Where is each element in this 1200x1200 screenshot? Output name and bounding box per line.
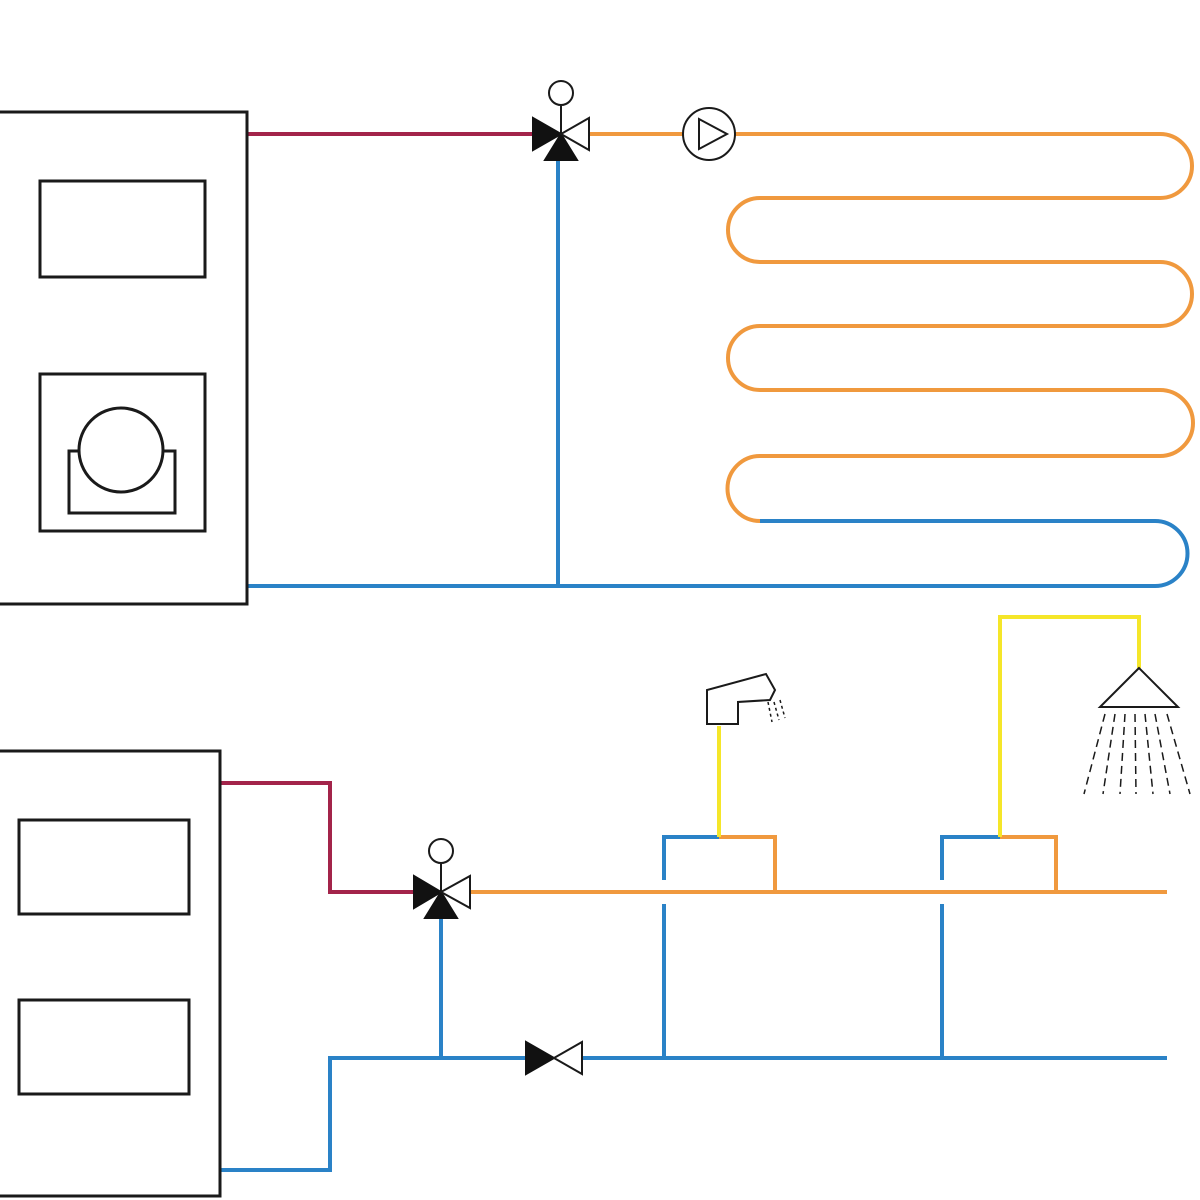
coil-return-pipe <box>247 519 1190 588</box>
boiler-control-panel <box>38 179 207 279</box>
pump-direction-arrow <box>698 117 730 151</box>
burner-drum <box>77 406 165 494</box>
water-heater-unit <box>0 749 222 1198</box>
shower-head <box>1083 666 1191 795</box>
water-heater-housing <box>0 749 222 1198</box>
three-way-mixing-valve-dhw <box>413 838 471 919</box>
three-way-mixing-valve-heating <box>532 80 590 161</box>
shower-branch <box>940 615 1141 1058</box>
check-valve <box>525 1040 583 1076</box>
valve-actuator <box>548 80 574 106</box>
sink-faucet <box>706 672 786 725</box>
circulation-pump <box>682 107 736 161</box>
domestic-hot-water-circuit <box>0 615 1191 1198</box>
shower-spray <box>1083 713 1191 795</box>
valve-actuator-dhw <box>428 838 454 864</box>
faucet-body <box>706 672 777 725</box>
floor-heating-circuit <box>0 80 1195 606</box>
faucet-branch <box>662 726 777 1058</box>
faucet-water-stream <box>767 699 786 723</box>
underfloor-heating-coil <box>725 132 1195 523</box>
water-heater-panel-upper <box>17 818 191 916</box>
shower-head-body <box>1097 666 1181 708</box>
cold-water-main <box>220 1056 526 1172</box>
supply-pipe-dhw <box>220 781 416 894</box>
boiler-heating-unit <box>0 110 249 606</box>
water-heater-panel-lower <box>17 998 191 1096</box>
